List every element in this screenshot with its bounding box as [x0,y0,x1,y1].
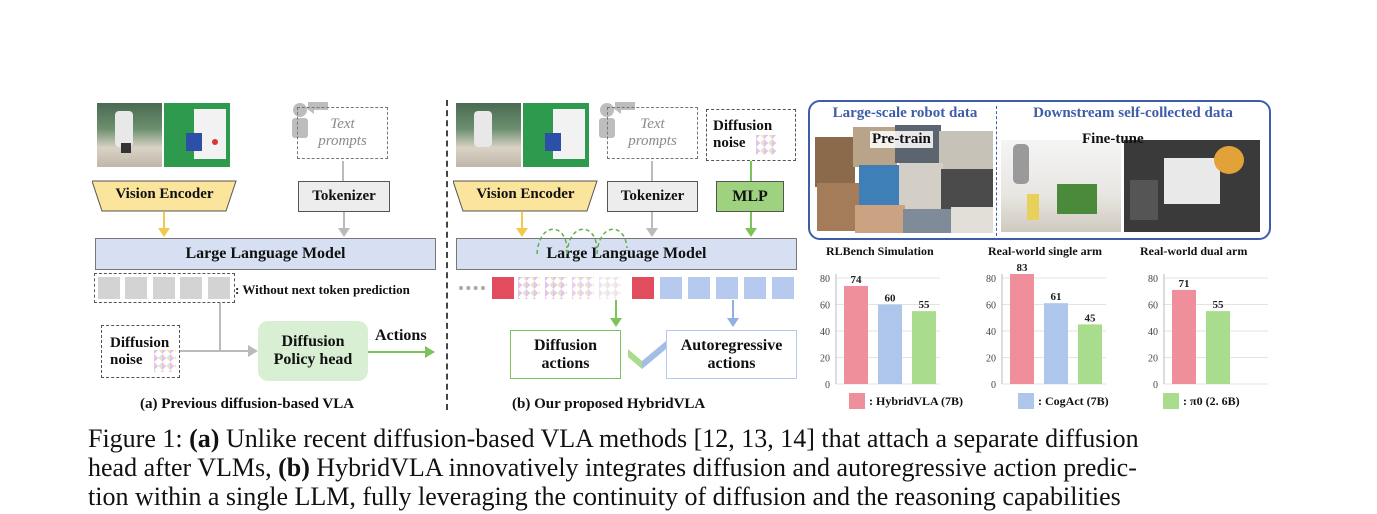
diffusion-noise-line1: Diffusion [110,334,170,351]
diffusion-noise-line2: noise [110,351,143,368]
diffusion-noise-line1-b: Diffusion [713,118,773,134]
text-prompts-line1-b: Text [640,116,665,132]
actions-label: Actions [375,327,427,344]
text-prompts-box: Text prompts [297,107,388,159]
finetune-photo-2 [1124,140,1260,232]
pretrain-label: Pre-train [870,131,933,148]
chart-3-title: Real-world dual arm [1140,244,1248,258]
vision-encoder-shape [92,180,237,212]
diffusion-noise-box: Diffusion noise [101,325,180,378]
legend-cogact-swatch [1018,393,1034,409]
user-icon [292,102,328,138]
chart-2-tick-label: 80 [986,274,996,285]
text-prompts-line2-b: prompts [628,133,677,149]
data-panel-divider [996,106,997,236]
llm-box: Large Language Model [95,238,436,270]
diffusion-noise-line2-b: noise [713,135,746,151]
chart-3-bar [1172,289,1196,384]
caption-a: (a) Previous diffusion-based VLA [140,396,355,412]
chart-1-tick-label: 0 [825,380,830,390]
chart-1-tick-label: 40 [820,327,830,338]
chart-3-tick-label: 40 [1148,327,1158,338]
vision-encoder-label: Vision Encoder [115,186,214,202]
diffusion-noise-box-b: Diffusion noise [706,109,796,161]
chart-2-data-label: 83 [1017,262,1029,274]
policy-head-box: Diffusion Policy head [258,321,368,381]
chart-1-data-label: 74 [851,274,863,286]
autoregressive-actions-line1: Autoregressive [680,336,783,354]
chart-1-data-label: 60 [885,293,897,305]
chart-2-tick-label: 60 [986,301,996,312]
mlp-box: MLP [716,181,784,212]
chart-1-tick-label: 20 [820,354,830,365]
caption-b: (b) Our proposed HybridVLA [512,396,706,412]
tokenizer-box-b: Tokenizer [607,181,698,212]
finetune-label: Fine-tune [1082,131,1144,147]
tokenizer-box: Tokenizer [298,181,390,212]
text-prompts-box-b: Text prompts [607,107,698,159]
caption-line-3: tion within a single LLM, fully leveragi… [88,482,1121,511]
policy-head-line2: Policy head [273,351,353,368]
chart-3-data-label: 55 [1213,299,1225,311]
autoregressive-actions-box: Autoregressive actions [666,330,797,379]
large-scale-label: Large-scale robot data [832,105,978,121]
diffusion-actions-line2: actions [541,354,590,372]
text-prompts-line1: Text [330,116,355,132]
chart-3-tick-label: 20 [1148,354,1158,365]
legend-pi0-swatch [1163,393,1179,409]
chart-2-data-label: 45 [1085,312,1097,324]
separator [446,100,448,410]
text-prompts-line2: prompts [318,133,367,149]
vision-encoder-shape-b [453,180,598,212]
downstream-label: Downstream self-collected data [1033,105,1233,121]
robot-photo-right [164,103,230,167]
llm-box-b: Large Language Model [456,238,797,270]
vision-encoder-label-b: Vision Encoder [476,186,575,202]
chart-2-tick-label: 20 [986,354,996,365]
robot-photo-left-b [456,103,521,167]
legend-pi0-label: : π0 (2. 6B) [1183,394,1240,408]
checkmark-icon [628,341,666,369]
autoregressive-curves [536,228,628,255]
legend-hybrid-swatch [849,393,865,409]
policy-head-line1: Diffusion [281,333,345,350]
noise-patch-b [756,135,776,155]
noise-patch [154,350,176,372]
chart-2-tick-label: 0 [991,380,996,390]
figure-caption: Figure 1: (a) Unlike recent diffusion-ba… [88,424,1288,511]
chart-3-tick-label: 0 [1153,380,1158,390]
chart-2-bar [1078,324,1102,384]
chart-2-data-label: 61 [1051,291,1062,303]
chart-2-bar [1010,274,1034,384]
robot-photo-right-b [523,103,589,167]
diffusion-actions-line1: Diffusion [533,336,598,354]
chart-3-bar [1206,311,1230,384]
data-panel-frame [808,100,1271,240]
chart-1-tick-label: 60 [820,301,830,312]
chart-1-bar [878,304,902,384]
chart-2-tick-label: 40 [986,327,996,338]
diffusion-actions-box: Diffusion actions [510,330,621,379]
chart-1-bar [844,285,868,384]
chart-1-title: RLBench Simulation [826,244,934,258]
chart-1-data-label: 55 [919,299,931,311]
chart-2-title: Real-world single arm [988,244,1102,258]
chart-3-tick-label: 60 [1148,301,1158,312]
bar-charts: 80 60 40 20 0 74 60 55 80 60 40 20 0 83 61 45 80 60 40 20 0 7… [820,262,1268,390]
finetune-photo-1 [1001,140,1121,232]
no-next-token-label: : Without next token prediction [235,282,410,297]
ellipsis-dots [459,286,485,294]
robot-photo-left [97,103,162,167]
chart-1-bar [912,311,936,384]
autoregressive-actions-line2: actions [707,354,756,372]
legend-cogact-label: : CogAct (7B) [1038,394,1109,408]
caption-line-2: head after VLMs, (b) HybridVLA innovativ… [88,453,1137,482]
chart-2-bar [1044,303,1068,384]
chart-3-data-label: 71 [1179,278,1190,290]
token-row [94,273,235,303]
chart-3-tick-label: 80 [1148,274,1158,285]
caption-line-1: Figure 1: (a) Unlike recent diffusion-ba… [88,424,1139,453]
legend-hybrid-label: : HybridVLA (7B) [869,394,964,408]
chart-1-tick-label: 80 [820,274,830,285]
